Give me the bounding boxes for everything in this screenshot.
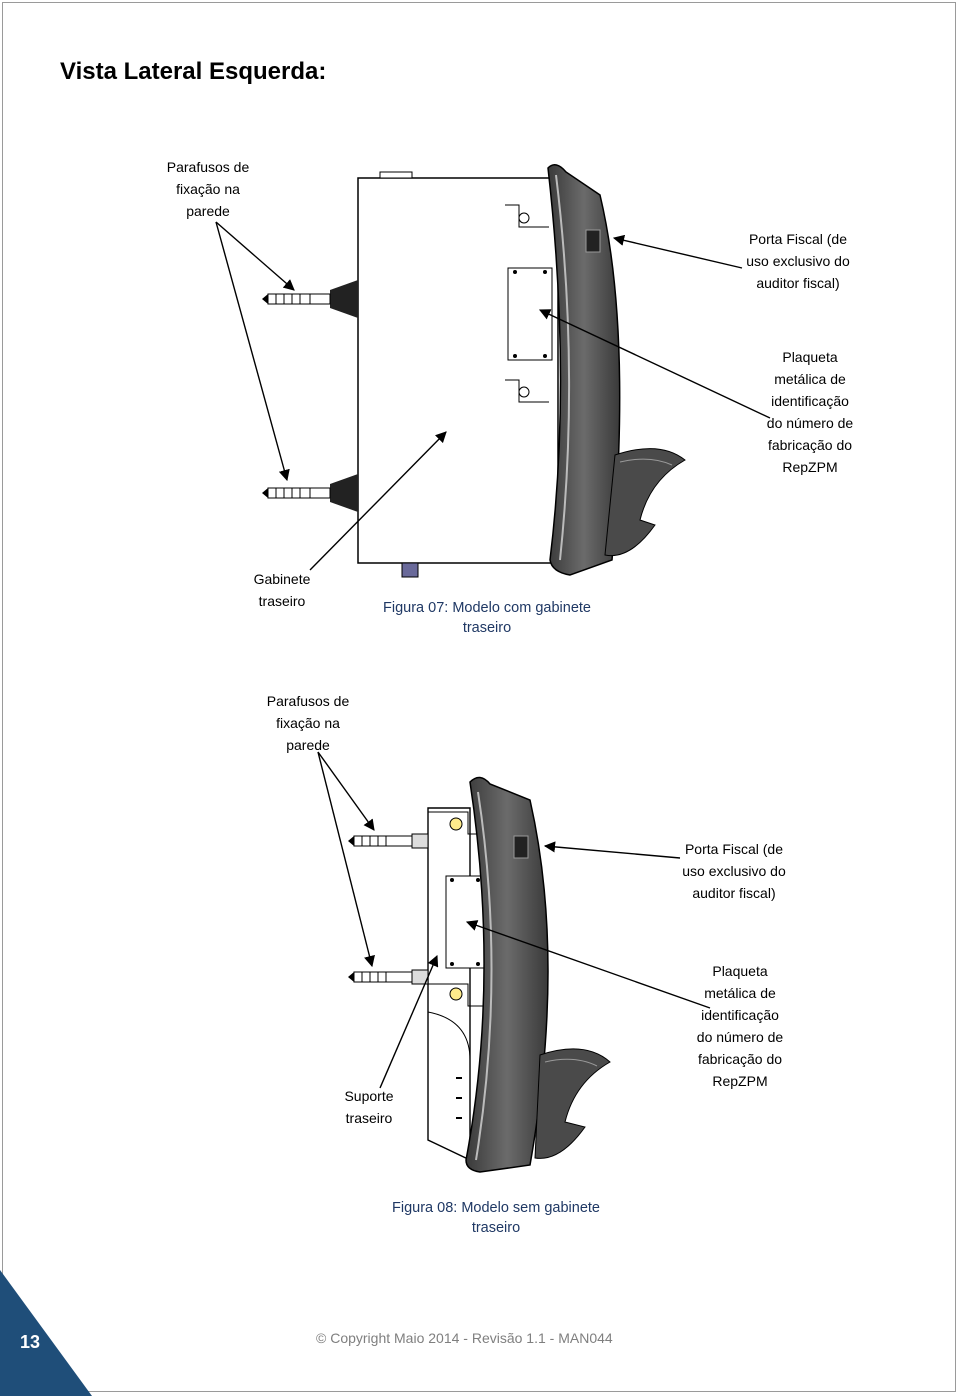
figure1-label-screws: Parafusos de fixação na parede (166, 159, 250, 219)
figure1-label-port: Porta Fiscal (de uso exclusivo do audito… (746, 231, 850, 291)
figure2-caption: Figura 08: Modelo sem gabinete traseiro (392, 1200, 600, 1236)
figure1-label-cabinet: Gabinete traseiro (253, 571, 311, 609)
figure2-label-port: Porta Fiscal (de uso exclusivo do audito… (682, 841, 786, 901)
figure2-label-support: Suporte traseiro (344, 1088, 394, 1126)
figure2-label-screws: Parafusos de fixação na parede (266, 693, 350, 753)
figure1-label-plate: Plaqueta metálica de identificação do nú… (766, 349, 854, 475)
figure2-arrow-screw-top (317, 751, 375, 831)
figure2-arrow-plate (465, 920, 711, 1009)
figure2-screw-bottom (348, 969, 429, 985)
figure2-label-plate: Plaqueta metálica de identificação do nú… (696, 963, 784, 1089)
figure1-device-drawing (262, 164, 686, 578)
figure1-arrow-screw-top (215, 221, 295, 291)
page-number: 13 (19, 1332, 41, 1352)
figure1-arrow-plate (538, 309, 771, 419)
page-corner-triangle (0, 1270, 92, 1396)
figure2-arrow-support (379, 954, 439, 1089)
figure1-screw-bottom (262, 474, 358, 512)
figure2-screw-top (348, 833, 429, 849)
figure1-arrow-screw-bottom (215, 221, 290, 482)
figure2-arrow-screw-bottom (317, 751, 375, 968)
footer-copyright: © Copyright Maio 2014 - Revisão 1.1 - MA… (316, 1330, 613, 1346)
figure1-arrow-cabinet (309, 431, 447, 571)
figure1-arrow-port (612, 234, 743, 269)
figure1-caption: Figura 07: Modelo com gabinete traseiro (383, 600, 591, 636)
page-heading: Vista Lateral Esquerda: (60, 58, 327, 85)
figure1-screw-top (262, 280, 358, 318)
figure2-arrow-port (543, 841, 681, 859)
